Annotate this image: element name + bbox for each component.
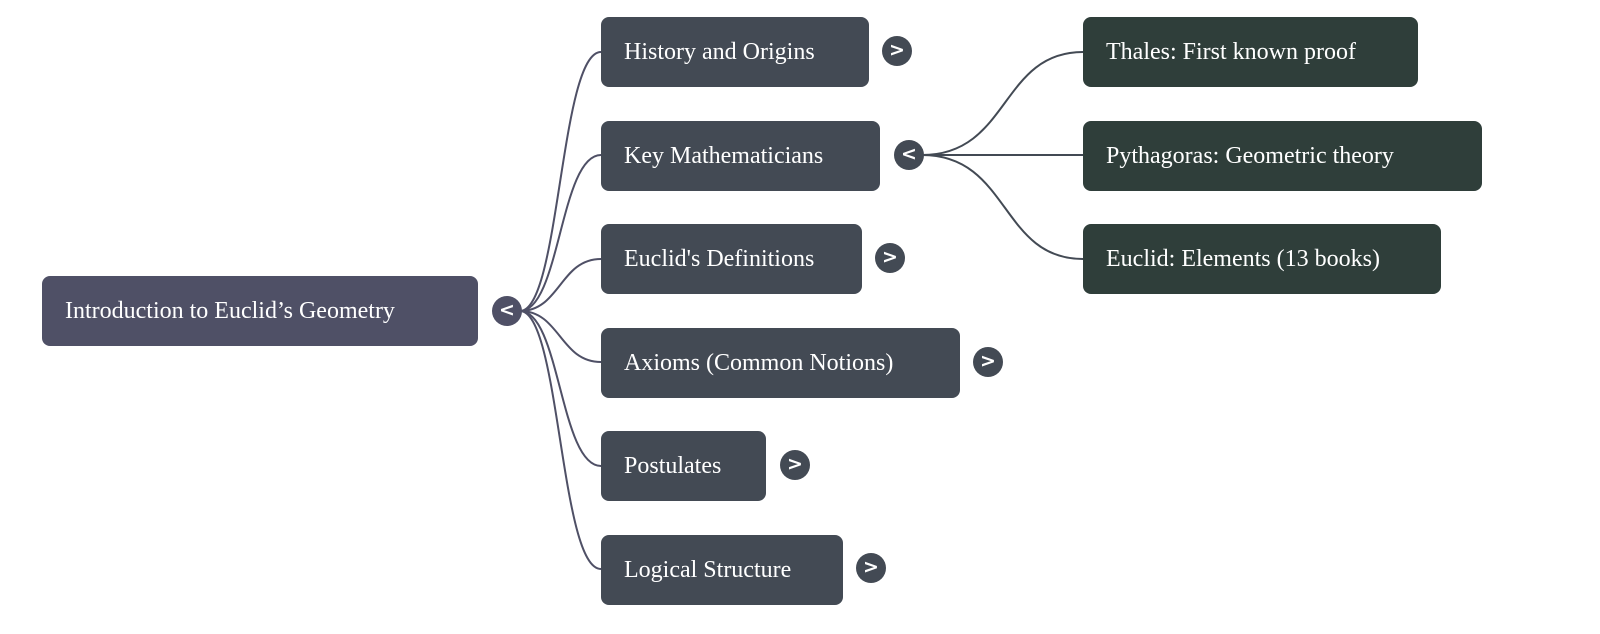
edge-root-definitions [519, 258, 602, 312]
expand-toggle-logical[interactable]: > [856, 553, 886, 583]
node-history-and-origins[interactable]: History and Origins [601, 17, 869, 87]
edge-math-euclid [921, 154, 1084, 260]
node-logical-structure[interactable]: Logical Structure [601, 535, 843, 605]
node-key-mathematicians[interactable]: Key Mathematicians [601, 121, 880, 191]
edge-root-axioms [519, 310, 602, 363]
edge-root-postulates [519, 310, 602, 467]
node-axioms[interactable]: Axioms (Common Notions) [601, 328, 960, 398]
collapse-toggle-root[interactable]: < [492, 296, 522, 326]
node-euclids-definitions[interactable]: Euclid's Definitions [601, 224, 862, 294]
edge-root-logical [519, 310, 602, 570]
node-pythagoras[interactable]: Pythagoras: Geometric theory [1083, 121, 1482, 191]
collapse-toggle-mathematicians[interactable]: < [894, 140, 924, 170]
node-thales[interactable]: Thales: First known proof [1083, 17, 1418, 87]
expand-toggle-postulates[interactable]: > [780, 450, 810, 480]
edge-root-mathematicians [519, 154, 602, 312]
node-postulates[interactable]: Postulates [601, 431, 766, 501]
expand-toggle-definitions[interactable]: > [875, 243, 905, 273]
root-node[interactable]: Introduction to Euclid’s Geometry [42, 276, 478, 346]
edge-root-history [519, 51, 602, 312]
edge-math-thales [921, 51, 1084, 156]
expand-toggle-axioms[interactable]: > [973, 347, 1003, 377]
expand-toggle-history[interactable]: > [882, 36, 912, 66]
node-euclid[interactable]: Euclid: Elements (13 books) [1083, 224, 1441, 294]
